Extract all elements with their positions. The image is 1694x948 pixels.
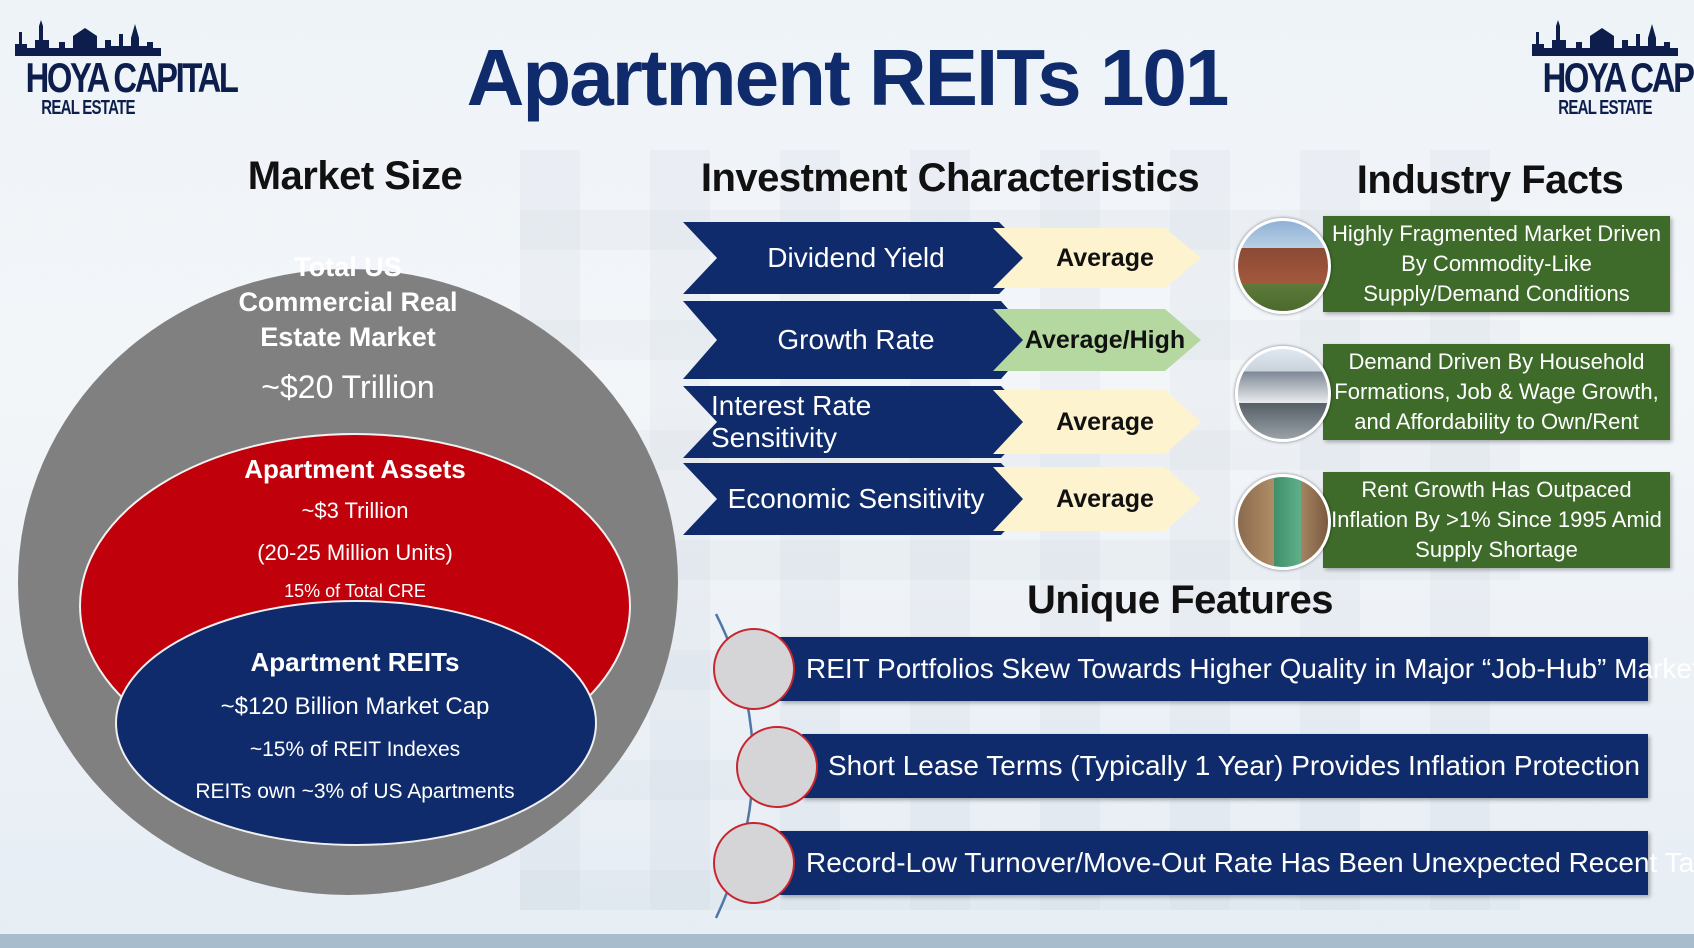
outer-text: Total US Commercial Real Estate Market ~… bbox=[88, 250, 608, 406]
logo-right: HOYA CAPITAL REAL ESTATE bbox=[1525, 18, 1694, 138]
outer-value: ~$20 Trillion bbox=[261, 369, 435, 405]
chevron-shapes bbox=[683, 222, 1201, 294]
middle-text: Apartment Assets ~$3 Trillion (20-25 Mil… bbox=[95, 452, 615, 604]
fact-text: Highly Fragmented Market Driven By Commo… bbox=[1323, 216, 1670, 312]
investment-row: Interest Rate Sensitivity Average bbox=[683, 386, 1203, 458]
investment-value: Average bbox=[1056, 243, 1154, 272]
market-size-heading: Market Size bbox=[247, 154, 463, 198]
page-title: Apartment REITs 101 bbox=[466, 33, 1230, 122]
market-size-venn bbox=[18, 269, 678, 895]
chevron-shapes bbox=[683, 386, 1201, 458]
inner-text: Apartment REITs ~$120 Billion Market Cap… bbox=[95, 645, 615, 807]
inner-line: ~15% of REIT Indexes bbox=[249, 738, 461, 761]
middle-line: ~$3 Trillion bbox=[301, 498, 409, 523]
middle-line: (20-25 Million Units) bbox=[257, 540, 453, 565]
middle-line: 15% of Total CRE bbox=[284, 581, 426, 601]
fact-text: Rent Growth Has Outpaced Inflation By >1… bbox=[1323, 472, 1670, 568]
apartment-photo-icon bbox=[1235, 218, 1331, 314]
fact-item: Highly Fragmented Market Driven By Commo… bbox=[1235, 216, 1670, 314]
investment-label: Economic Sensitivity bbox=[727, 483, 985, 514]
outer-title-line: Estate Market bbox=[260, 322, 436, 352]
investment-value: Average/High bbox=[1024, 325, 1186, 354]
feature-bar: Short Lease Terms (Typically 1 Year) Pro… bbox=[802, 734, 1648, 798]
investment-heading: Investment Characteristics bbox=[700, 156, 1200, 200]
unique-heading: Unique Features bbox=[1027, 578, 1333, 622]
bottom-band bbox=[0, 934, 1694, 948]
feature-bar: Record-Low Turnover/Move-Out Rate Has Be… bbox=[780, 831, 1694, 895]
feature-bullet bbox=[736, 726, 818, 808]
fact-text: Demand Driven By Household Formations, J… bbox=[1323, 344, 1670, 440]
feature-bar: REIT Portfolios Skew Towards Higher Qual… bbox=[780, 637, 1694, 701]
outer-title-line: Total US bbox=[294, 252, 402, 282]
facts-heading: Industry Facts bbox=[1356, 158, 1624, 202]
apartment-photo-icon bbox=[1235, 346, 1331, 442]
investment-value: Average bbox=[1056, 407, 1154, 436]
inner-line: REITs own ~3% of US Apartments bbox=[195, 780, 515, 803]
investment-value: Average bbox=[1056, 484, 1154, 513]
middle-title: Apartment Assets bbox=[244, 454, 466, 484]
skyline-icon bbox=[15, 20, 161, 56]
apartment-photo-icon bbox=[1235, 474, 1331, 570]
inner-title: Apartment REITs bbox=[250, 647, 460, 677]
investment-label: Interest Rate Sensitivity bbox=[711, 390, 872, 453]
investment-row: Growth Rate Average/High bbox=[683, 301, 1203, 379]
outer-title-line: Commercial Real bbox=[238, 287, 458, 317]
chevron-shapes bbox=[683, 463, 1201, 535]
investment-label: Growth Rate bbox=[777, 324, 935, 355]
fact-item: Rent Growth Has Outpaced Inflation By >1… bbox=[1235, 472, 1670, 570]
inner-ellipse bbox=[115, 600, 597, 846]
investment-row: Dividend Yield Average bbox=[683, 222, 1203, 294]
feature-bullet bbox=[713, 822, 795, 904]
inner-line: ~$120 Billion Market Cap bbox=[220, 693, 490, 720]
investment-label: Dividend Yield bbox=[767, 242, 945, 273]
fact-item: Demand Driven By Household Formations, J… bbox=[1235, 344, 1670, 442]
investment-row: Economic Sensitivity Average bbox=[683, 463, 1203, 535]
feature-bullet bbox=[713, 628, 795, 710]
skyline-icon bbox=[1532, 20, 1678, 56]
logo-sub: REAL ESTATE bbox=[1558, 97, 1652, 119]
logo-sub: REAL ESTATE bbox=[41, 97, 135, 119]
chevron-shapes bbox=[683, 301, 1201, 379]
